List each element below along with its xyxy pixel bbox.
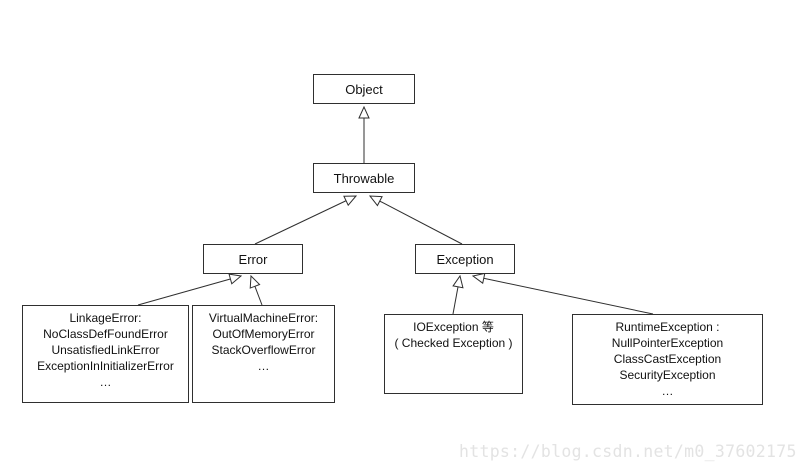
- class-box-error: Error: [203, 244, 303, 274]
- csdn-watermark: https://blog.csdn.net/m0_37602175: [459, 442, 797, 461]
- linkage-line-4: ExceptionInInitializerError: [37, 359, 174, 373]
- class-box-object: Object: [313, 74, 415, 104]
- linkage-line-2: NoClassDefFoundError: [43, 327, 168, 341]
- runtime-line-1: RuntimeException :: [615, 320, 720, 334]
- linkage-line-1: LinkageError:: [69, 311, 142, 325]
- runtime-line-2: NullPointerException: [611, 336, 724, 350]
- vm-line-3: StackOverflowError: [211, 343, 316, 357]
- class-label-object: Object: [345, 81, 383, 97]
- vm-ellipsis: …: [257, 359, 270, 373]
- runtime-line-4: SecurityException: [619, 368, 716, 382]
- class-box-linkage-error-group: LinkageError: NoClassDefFoundError Unsat…: [22, 305, 189, 403]
- class-box-runtime-exception-group: RuntimeException : NullPointerException …: [572, 314, 763, 405]
- vm-line-2: OutOfMemoryError: [212, 327, 315, 341]
- edge-linkage-to-error: [137, 276, 241, 306]
- edge-io-to-exception: [453, 276, 460, 315]
- runtime-ellipsis: …: [661, 384, 674, 398]
- class-box-throwable: Throwable: [313, 163, 415, 193]
- class-box-exception: Exception: [415, 244, 515, 274]
- linkage-line-3: UnsatisfiedLinkError: [51, 343, 160, 357]
- runtime-line-3: ClassCastException: [613, 352, 722, 366]
- vm-line-1: VirtualMachineError:: [208, 311, 319, 325]
- linkage-ellipsis: …: [99, 375, 112, 389]
- edge-vm-to-error: [251, 276, 263, 306]
- class-box-virtual-machine-error-group: VirtualMachineError: OutOfMemoryError St…: [192, 305, 335, 403]
- class-box-io-exception-group: IOException 等 ( Checked Exception ): [384, 314, 523, 394]
- io-line-2: ( Checked Exception ): [394, 336, 513, 350]
- class-label-exception: Exception: [436, 251, 494, 267]
- io-line-1: IOException 等: [413, 320, 494, 334]
- class-label-error: Error: [238, 251, 268, 267]
- edge-exception-to-throwable: [370, 196, 463, 245]
- edge-runtime-to-exception: [473, 276, 654, 315]
- edge-error-to-throwable: [254, 196, 356, 245]
- class-label-throwable: Throwable: [333, 170, 395, 186]
